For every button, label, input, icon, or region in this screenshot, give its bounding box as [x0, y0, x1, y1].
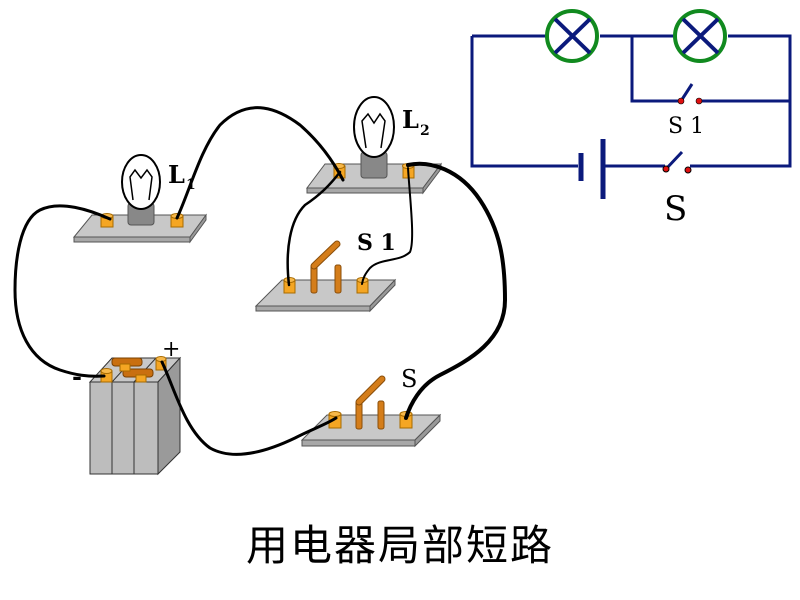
lamp-l1-label: L	[168, 160, 185, 189]
diagram-caption: 用电器局部短路	[245, 521, 554, 570]
schematic-switch-s1	[677, 83, 703, 105]
lamp-l1	[72, 154, 207, 244]
battery	[88, 356, 182, 476]
switch-s1	[254, 240, 397, 313]
battery-plus-label: +	[162, 337, 180, 362]
schematic-wire-left	[470, 36, 578, 168]
wire-l2-to-s1	[286, 170, 342, 287]
lamp-l2	[306, 96, 442, 195]
schematic-switch-s1-label: S 1	[668, 114, 704, 139]
wire-l1-to-l2	[175, 106, 345, 220]
battery-terminal-negative	[100, 368, 113, 383]
lamp-l2-subscript: 2	[420, 123, 430, 139]
schematic-switch-main	[662, 150, 692, 174]
switch-main	[300, 375, 442, 448]
schematic-circuit	[470, 34, 792, 168]
schematic-lamp-2	[673, 9, 727, 63]
wire-l2-to-switch-s	[404, 161, 508, 420]
switch-main-label: S	[401, 365, 417, 393]
switch-s1-label: S 1	[357, 230, 396, 256]
schematic-lamp-1	[545, 9, 599, 63]
lamp-l2-label: L	[402, 105, 419, 134]
schematic-switch-main-label: S	[664, 189, 687, 229]
schematic-wire-s1-branch	[630, 36, 790, 103]
wire-l1-to-battery	[13, 204, 112, 378]
wire-battery-to-switch-s	[160, 360, 338, 456]
schematic-battery	[578, 139, 606, 199]
battery-minus-label: -	[72, 362, 82, 391]
wire-l2-right-to-s1	[361, 167, 414, 285]
